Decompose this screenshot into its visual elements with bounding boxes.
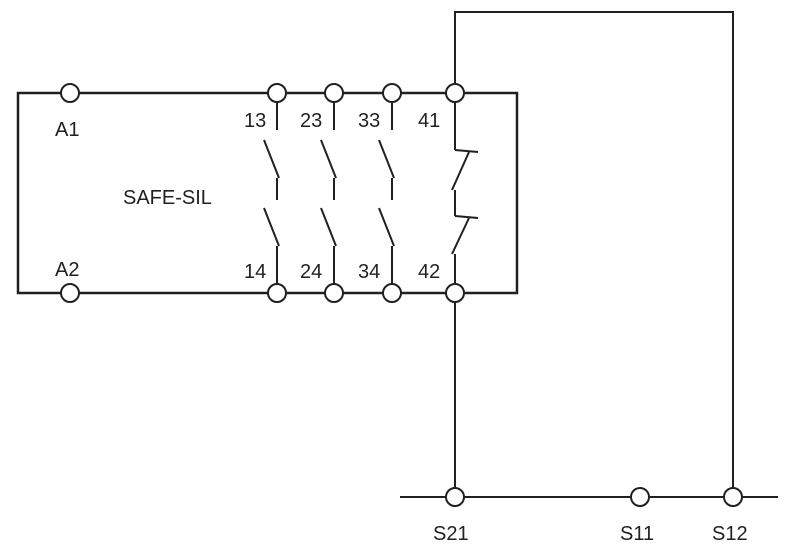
label-41: 41 xyxy=(418,110,440,132)
label-33: 33 xyxy=(358,110,380,132)
label-42: 42 xyxy=(418,261,440,283)
terminal-23 xyxy=(324,83,344,103)
terminal-33 xyxy=(382,83,402,103)
wire-41-to-s12 xyxy=(454,11,734,497)
label-a2: A2 xyxy=(55,259,79,281)
terminal-13 xyxy=(267,83,287,103)
contact-41-42 xyxy=(451,93,479,293)
contact-33-34 xyxy=(378,93,395,293)
terminal-s21 xyxy=(445,487,465,507)
terminal-s12 xyxy=(723,487,743,507)
label-s21: S21 xyxy=(433,523,469,545)
terminal-42 xyxy=(445,283,465,303)
terminal-s11 xyxy=(630,487,650,507)
label-23: 23 xyxy=(300,110,322,132)
label-a1: A1 xyxy=(55,119,79,141)
terminal-41 xyxy=(445,83,465,103)
label-14: 14 xyxy=(244,261,266,283)
label-34: 34 xyxy=(358,261,380,283)
relay-module-outline xyxy=(16,91,519,295)
label-13: 13 xyxy=(244,110,266,132)
contact-23-24 xyxy=(320,93,337,293)
label-s12: S12 xyxy=(712,523,748,545)
label-24: 24 xyxy=(300,261,322,283)
contact-13-14 xyxy=(263,93,280,293)
label-s11: S11 xyxy=(620,523,654,545)
terminal-34 xyxy=(382,283,402,303)
terminal-a2 xyxy=(60,283,80,303)
device-name: SAFE-SIL xyxy=(123,187,212,209)
terminal-14 xyxy=(267,283,287,303)
terminal-a1 xyxy=(60,83,80,103)
terminal-24 xyxy=(324,283,344,303)
